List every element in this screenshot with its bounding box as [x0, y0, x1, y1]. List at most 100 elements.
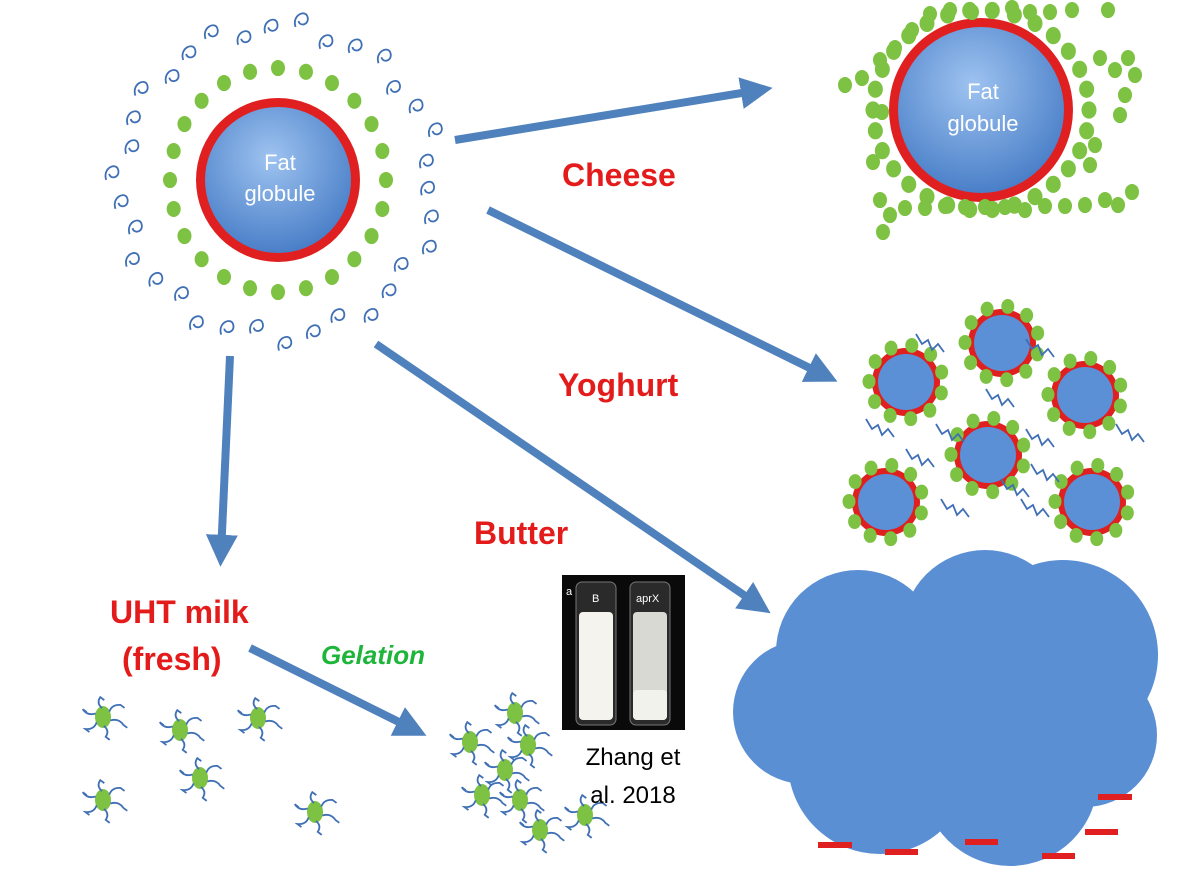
whey-protein-strand — [330, 308, 346, 323]
gelled-protein-cluster-core — [507, 702, 523, 724]
whey-protein-strand — [263, 18, 279, 34]
uht-protein-cluster-strand — [315, 820, 323, 836]
gelled-protein-cluster-core — [577, 804, 593, 826]
gelled-protein-cluster-core — [520, 734, 536, 756]
uht-protein-cluster-strand — [110, 801, 128, 812]
casein-micelle-dot — [375, 142, 390, 160]
casein-micelle-dot — [918, 199, 932, 217]
casein-micelle-dot — [978, 198, 992, 216]
casein-micelle-dot — [364, 227, 379, 245]
yoghurt-protein-dot — [848, 474, 862, 490]
whey-protein-strand — [421, 239, 437, 255]
gelled-protein-cluster-strand — [482, 803, 490, 819]
yoghurt-protein-dot — [1019, 363, 1033, 379]
yoghurt-protein-chain — [1025, 428, 1055, 448]
yoghurt-protein-dot — [934, 385, 948, 401]
uht-protein-cluster-strand — [322, 813, 340, 824]
arrow-to-butter — [373, 340, 771, 614]
yoghurt-protein-dot — [1006, 419, 1020, 435]
yoghurt-protein-dot — [958, 334, 972, 350]
process-arrows — [205, 77, 838, 736]
yoghurt-protein-dot — [1048, 493, 1062, 509]
yoghurt-protein-dot — [1109, 522, 1123, 538]
gelled-protein-cluster-strand — [510, 756, 528, 765]
uht-protein-cluster-strand — [82, 722, 98, 733]
casein-micelle-dot — [379, 171, 393, 189]
yoghurt-protein-dot — [1102, 415, 1116, 431]
casein-micelle-dot — [166, 142, 181, 160]
casein-micelle-dot — [1027, 187, 1043, 206]
yoghurt-protein-chain — [905, 448, 935, 468]
uht-fresh-protein-clusters — [81, 695, 340, 836]
casein-micelle-dot — [898, 199, 912, 217]
casein-micelle-dot — [177, 115, 192, 133]
gelled-protein-cluster-strand — [579, 793, 587, 807]
yoghurt-protein-dot — [1110, 466, 1124, 482]
gelled-protein-cluster-strand — [515, 721, 523, 737]
arrow-to-cheese — [454, 77, 773, 144]
uht-protein-cluster-strand — [236, 709, 251, 717]
gelled-protein-cluster-strand — [564, 820, 580, 831]
yoghurt-protein-dot — [868, 394, 882, 410]
yoghurt-protein-dot — [905, 337, 919, 353]
casein-micelle-dot — [1079, 122, 1095, 140]
yoghurt-protein-dot — [868, 354, 882, 370]
yoghurt-protein-dot — [904, 466, 918, 482]
casein-micelle-dot — [1098, 191, 1112, 209]
gelled-protein-cluster-strand — [520, 808, 528, 824]
casein-micelle-dot — [1079, 80, 1095, 98]
yoghurt-protein-dot — [1062, 420, 1076, 436]
casein-micelle-dot — [243, 63, 258, 80]
cheese-casein-network — [838, 0, 1142, 241]
gelation-photo: a B aprX — [562, 575, 685, 730]
casein-micelle-dot — [1045, 175, 1061, 193]
casein-micelle-dot — [838, 76, 852, 94]
casein-micelle-dot — [298, 280, 313, 297]
yoghurt-fat-globule — [960, 427, 1016, 483]
yoghurt-protein-dot — [1070, 460, 1084, 476]
yoghurt-protein-dot — [1103, 359, 1117, 375]
gelled-protein-cluster-strand — [449, 747, 465, 758]
yoghurt-protein-dot — [1069, 527, 1083, 543]
yoghurt-protein-dot — [848, 514, 862, 530]
yoghurt-protein-dot — [979, 368, 993, 384]
uht-milk-label-line1: UHT milk — [110, 594, 249, 630]
gelled-protein-cluster-strand — [585, 823, 593, 839]
casein-micelle-dot — [243, 280, 258, 297]
uht-protein-cluster-strand — [185, 716, 203, 725]
gelled-protein-cluster-strand — [590, 801, 608, 810]
casein-micelle-ring — [163, 59, 393, 301]
gelled-protein-cluster-strand — [461, 800, 477, 811]
yoghurt-label: Yoghurt — [558, 367, 679, 403]
casein-micelle-dot — [886, 160, 902, 178]
uht-protein-cluster-strand — [237, 723, 253, 734]
gelled-protein-cluster-strand — [484, 775, 500, 786]
casein-micelle-dot — [901, 175, 917, 193]
uht-protein-cluster-strand — [108, 786, 126, 795]
gelled-protein-cluster-strand — [505, 778, 513, 794]
casein-micelle-dot — [325, 268, 339, 286]
yoghurt-protein-dot — [1054, 474, 1068, 490]
whey-protein-strand — [126, 110, 141, 126]
gelled-protein-cluster-strand — [460, 786, 475, 794]
yoghurt-protein-dot — [964, 355, 978, 371]
yoghurt-protein-dot — [980, 301, 994, 317]
yoghurt-protein-dot — [1047, 367, 1061, 383]
photo-label-b: B — [592, 593, 599, 605]
casein-micelle-dot — [194, 251, 209, 268]
gelled-protein-cluster-strand — [520, 699, 538, 708]
yoghurt-protein-dot — [935, 364, 949, 380]
gelled-protein-cluster-strand — [493, 704, 508, 712]
yoghurt-protein-dot — [863, 527, 877, 543]
photo-panel-letter: a — [566, 586, 573, 598]
yoghurt-protein-dot — [1041, 386, 1055, 402]
casein-micelle-dot — [166, 200, 181, 218]
casein-micelle-dot — [1128, 66, 1142, 84]
photo-label-aprx: aprX — [636, 593, 660, 605]
gelled-protein-cluster-core — [532, 819, 548, 841]
gelled-protein-cluster-strand — [525, 786, 543, 795]
gelled-protein-cluster-strand — [483, 761, 498, 769]
yoghurt-protein-dot — [1114, 377, 1128, 393]
yoghurt-fat-globule — [1057, 367, 1113, 423]
gelled-protein-cluster-strand — [518, 821, 533, 829]
